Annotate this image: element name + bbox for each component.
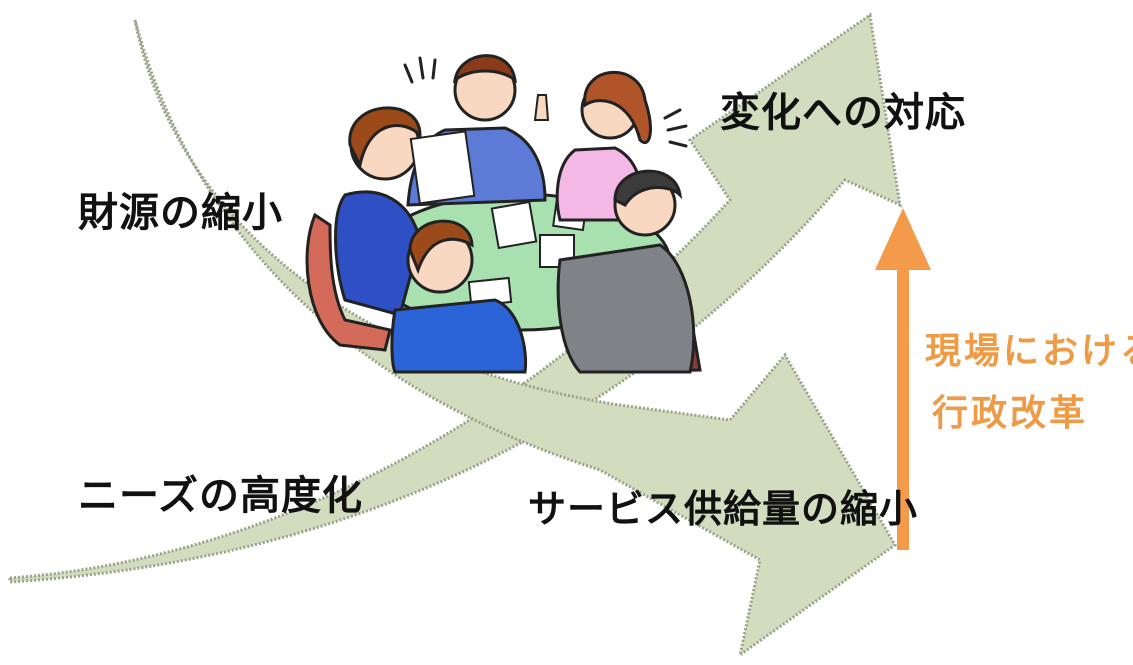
label-finance-reduction: 財源の縮小 xyxy=(78,190,283,236)
meeting-illustration xyxy=(305,54,702,374)
label-needs-sophistication: ニーズの高度化 xyxy=(78,473,363,519)
upper-curved-arrow xyxy=(8,12,902,584)
label-reform-line1: 現場における xyxy=(925,331,1133,372)
label-reform-line2: 行政改革 xyxy=(932,393,1089,434)
reform-arrow xyxy=(875,208,931,550)
lower-curved-arrow xyxy=(133,19,897,659)
label-change-response: 変化への対応 xyxy=(720,90,966,136)
label-service-reduction: サービス供給量の縮小 xyxy=(528,487,919,531)
